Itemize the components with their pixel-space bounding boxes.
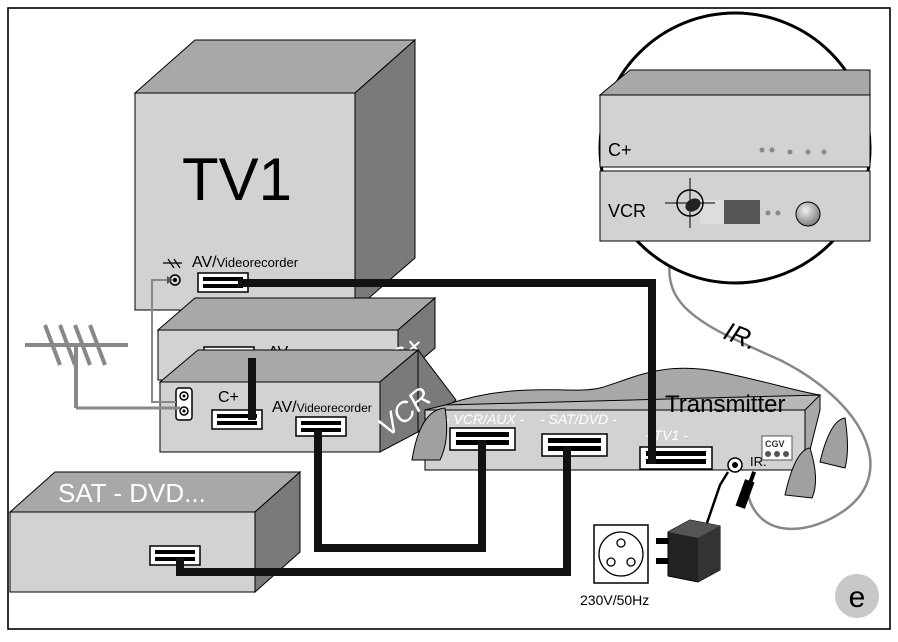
- magnifier-cplus-leds: [759, 147, 827, 155]
- vcr-av-label: AV/Videorecorder: [272, 399, 372, 416]
- transmitter-sat-scart-port: [541, 433, 608, 457]
- vcr-cplus-label: C+: [218, 389, 239, 406]
- transmitter-label: Transmitter: [665, 391, 785, 418]
- vcr-device: VCR C+ AV/Videorecorder: [158, 348, 457, 453]
- tv1-av-label: AV/Videorecorder: [192, 254, 299, 271]
- power-socket: [593, 524, 649, 584]
- transmitter-tv1-scart-port: [639, 446, 713, 470]
- ir-emitter-target-icon: [665, 178, 715, 228]
- transmitter-ir-jack-icon: [727, 457, 743, 473]
- magnifier-vcr-leds: [765, 210, 781, 216]
- cgv-logo: CGV: [761, 435, 793, 461]
- svg-text:e: e: [849, 581, 866, 614]
- vcr-antenna-socket-icon: [175, 387, 193, 421]
- ir-emitter-cable: [668, 214, 872, 530]
- svg-text:CGV: CGV: [765, 439, 785, 449]
- power-label: 230V/50Hz: [580, 592, 649, 608]
- cable-vcr-to-transmitter: [314, 430, 486, 552]
- cable-sat-to-transmitter: [176, 446, 571, 576]
- tv1-scart-pins: [203, 277, 243, 288]
- figure-frame: [7, 7, 891, 630]
- sat-dvd-device: SAT - DVD...: [8, 470, 302, 594]
- magnifier-vcr-label: VCR: [608, 201, 646, 221]
- power-adapter-icon: [656, 471, 730, 583]
- tv1-label: TV1: [182, 146, 292, 213]
- transmitter-port-sat-label: - SAT/DVD -: [540, 411, 617, 427]
- figure-letter-badge: e: [835, 574, 879, 618]
- ir-emitter-plug-icon: [735, 471, 757, 509]
- sat-dvd-label: SAT - DVD...: [58, 478, 206, 508]
- rf-loop-cable: [151, 279, 176, 403]
- antenna-input-icon: [163, 258, 182, 286]
- magnifier-detail: C+ VCR: [598, 11, 872, 285]
- transmitter-port-vcr-label: - VCR/AUX -: [445, 411, 525, 427]
- antenna-icon: [25, 324, 128, 408]
- tv1-scart-port: [197, 272, 249, 293]
- magnifier-vcr-knob: [795, 201, 821, 227]
- sat-scart-port: [149, 545, 201, 566]
- magnifier-cplus-label: C+: [608, 140, 632, 160]
- transmitter-feet: [411, 407, 848, 499]
- cable-tv1-to-transmitter: [238, 279, 656, 464]
- rf-arrow-icon: [167, 276, 173, 284]
- transmitter-device: Transmitter - VCR/AUX - - SAT/DVD - - TV…: [411, 367, 848, 499]
- tv1-device: TV1 AV/Videorecorder: [133, 38, 417, 312]
